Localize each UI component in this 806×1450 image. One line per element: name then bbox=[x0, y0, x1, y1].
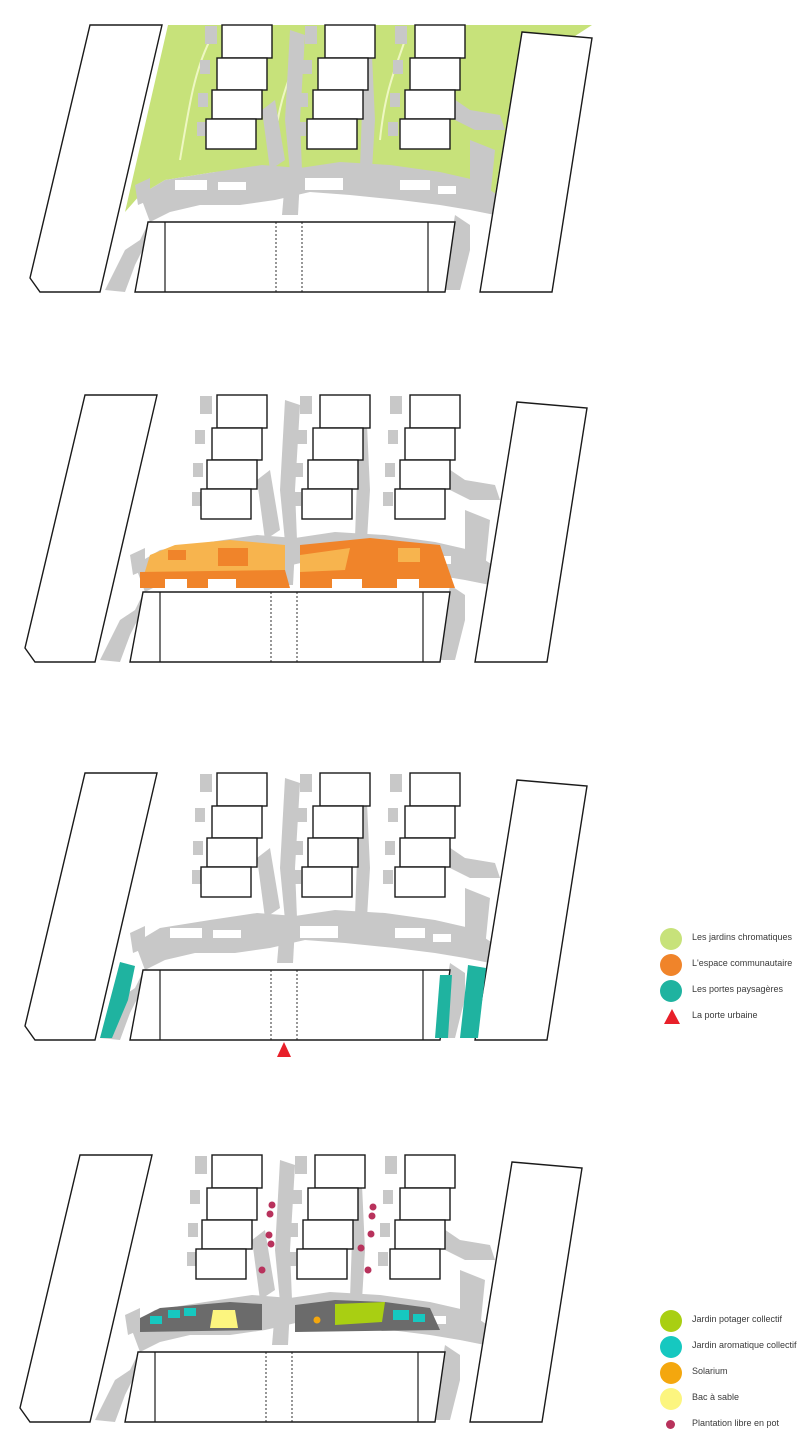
legend-label: Les jardins chromatiques bbox=[692, 932, 793, 942]
legend-label: L'espace communautaire bbox=[692, 958, 793, 968]
green-circle-icon bbox=[660, 928, 682, 950]
teal-circle-icon bbox=[660, 980, 682, 1002]
legend-label: Solarium bbox=[692, 1366, 728, 1376]
plan-jardins-collectifs bbox=[19, 1154, 583, 1423]
legend-label: Les portes paysagères bbox=[692, 984, 784, 994]
orange-circle-icon bbox=[660, 954, 682, 976]
legend-label: Jardin aromatique collectif bbox=[692, 1340, 797, 1350]
yellow-circle-icon bbox=[660, 1388, 682, 1410]
plan-jardins-chromatiques bbox=[29, 24, 593, 293]
plan-espace-communautaire bbox=[24, 394, 588, 663]
red-triangle-icon bbox=[664, 1009, 680, 1024]
cyan-circle-icon bbox=[660, 1336, 682, 1358]
legend-label: La porte urbaine bbox=[692, 1010, 758, 1020]
community-space-overlay bbox=[140, 538, 455, 589]
urban-gate-triangle bbox=[277, 1042, 291, 1057]
potted-plants bbox=[258, 1201, 377, 1274]
collective-gardens-overlay bbox=[140, 1300, 440, 1332]
amber-circle-icon bbox=[660, 1362, 682, 1384]
lime-circle-icon bbox=[660, 1310, 682, 1332]
landscape-gates-overlay bbox=[100, 962, 486, 1038]
legend-label: Bac à sable bbox=[692, 1392, 740, 1402]
legend-label: Jardin potager collectif bbox=[692, 1314, 783, 1324]
legend-label: Plantation libre en pot bbox=[692, 1418, 780, 1428]
plan-portes-paysageres bbox=[24, 772, 588, 1057]
dot-icon bbox=[666, 1420, 675, 1429]
